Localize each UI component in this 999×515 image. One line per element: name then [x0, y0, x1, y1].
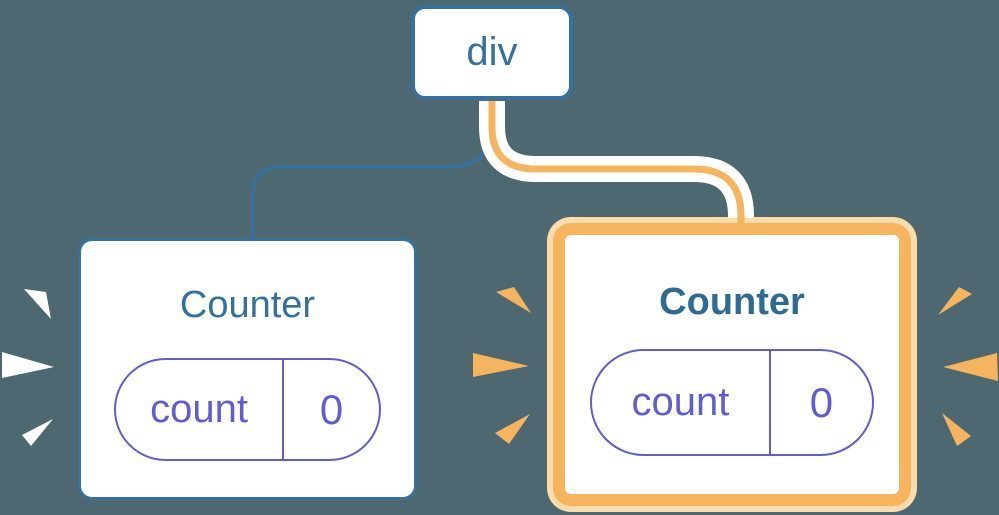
state-key-right: count: [631, 380, 730, 424]
counter-title-left: Counter: [179, 284, 316, 326]
burst-orange-right-icon: [938, 287, 998, 446]
state-value-right: 0: [809, 378, 834, 426]
state-value-left: 0: [319, 385, 344, 433]
counter-card-right-highlighted: Counter count 0: [553, 223, 911, 506]
state-key-left: count: [150, 387, 248, 431]
root-node-label: div: [466, 30, 518, 74]
counter-card-left: Counter count 0: [78, 238, 417, 500]
state-key-cell: count: [592, 351, 771, 454]
edge-blue-line: [251, 101, 494, 241]
state-value-cell: 0: [771, 351, 872, 454]
state-value-cell: 0: [284, 360, 379, 459]
burst-orange-left-icon: [473, 287, 531, 444]
state-pill-left: count 0: [114, 358, 381, 461]
state-key-cell: count: [116, 360, 285, 459]
burst-white-left-icon: [2, 289, 54, 446]
state-pill-right: count 0: [590, 349, 874, 456]
counter-title-right: Counter: [659, 281, 805, 323]
edge-white-casing: [479, 101, 754, 218]
root-node-div: div: [411, 5, 573, 100]
edge-orange-core: [488, 101, 745, 232]
